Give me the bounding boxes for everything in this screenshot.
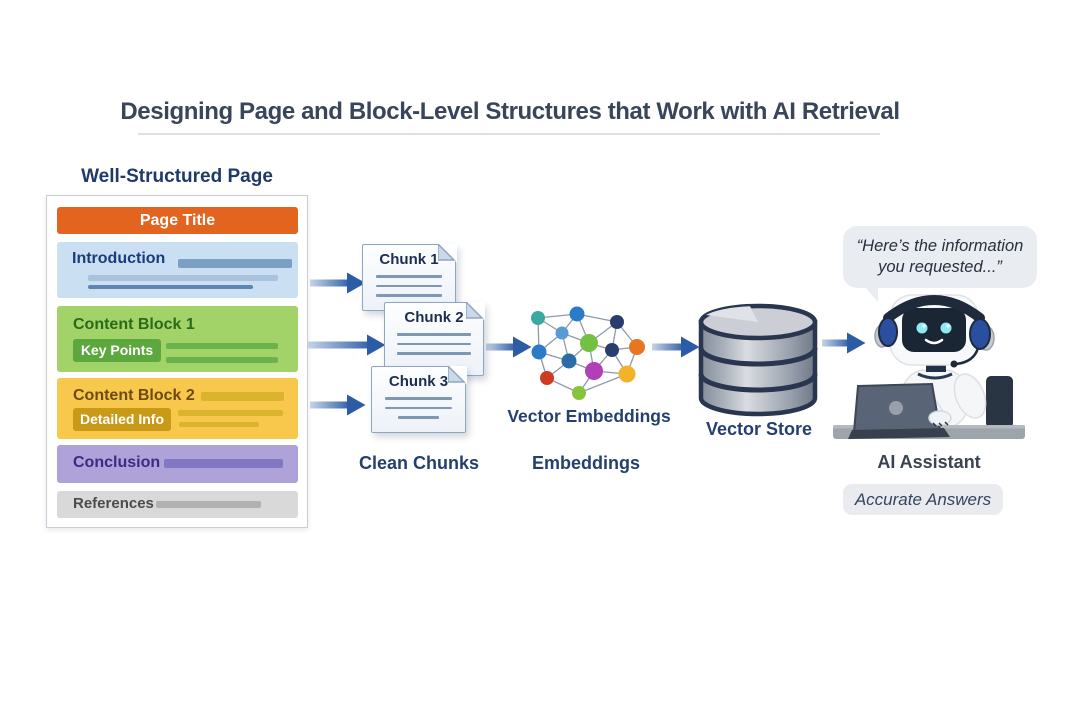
- well-structured-page-heading: Well-Structured Page: [81, 166, 273, 187]
- embeddings-caption: Embeddings: [531, 453, 641, 473]
- block-content-2: Content Block 2 Detailed Info: [57, 378, 298, 439]
- flow-arrow-icon: [308, 334, 386, 356]
- speech-line-2: you requested...”: [878, 258, 1002, 276]
- text-line-bar: [179, 422, 259, 427]
- folded-corner-icon: [465, 301, 485, 321]
- block-introduction: Introduction: [57, 242, 298, 298]
- embedding-network-icon: [531, 306, 645, 400]
- text-line-bar: [178, 410, 283, 416]
- chunk-document-icon: Chunk 1: [362, 243, 457, 311]
- well-structured-page-card: Page Title Introduction Content Block 1 …: [46, 195, 308, 528]
- flow-arrow-icon: [310, 394, 366, 416]
- references-label: References: [73, 495, 154, 512]
- block-content-1: Content Block 1 Key Points: [57, 306, 298, 372]
- ai-assistant-caption: AI Assistant: [877, 452, 981, 472]
- text-line-bar: [201, 392, 284, 401]
- diagram-title: Designing Page and Block-Level Structure…: [120, 98, 900, 125]
- laptop-base: [848, 428, 950, 439]
- folded-corner-icon: [437, 243, 457, 263]
- flow-arrow-icon: [652, 336, 700, 358]
- vector-store-caption: Vector Store: [705, 419, 813, 439]
- detailed-info-badge: Detailed Info: [73, 408, 171, 431]
- chunk-label: Chunk 2: [404, 309, 464, 326]
- robot-assistant-icon: [833, 294, 1025, 439]
- text-line: [396, 352, 472, 355]
- speech-line-1: “Here’s the information: [856, 237, 1024, 255]
- text-line: [385, 397, 452, 400]
- conclusion-label: Conclusion: [73, 454, 161, 471]
- text-line-bar: [166, 343, 278, 349]
- chunk-document-icon: Chunk 3: [371, 365, 467, 433]
- text-line-bar: [88, 275, 278, 281]
- flow-arrow-icon: [822, 332, 866, 354]
- text-line-bar: [88, 285, 253, 289]
- text-line: [396, 342, 472, 345]
- introduction-label: Introduction: [72, 250, 166, 267]
- text-line: [375, 275, 443, 278]
- chunk-label: Chunk 1: [379, 251, 439, 268]
- text-line-bar: [164, 459, 283, 468]
- flow-arrow-icon: [486, 336, 532, 358]
- chunk-label: Chunk 3: [388, 373, 449, 390]
- flow-arrow-icon: [310, 272, 366, 294]
- content-block-1-label: Content Block 1: [73, 316, 195, 333]
- folded-corner-icon: [447, 365, 467, 385]
- key-points-badge: Key Points: [73, 339, 161, 362]
- vector-embeddings-label: Vector Embeddings: [507, 406, 671, 426]
- text-line: [385, 406, 452, 409]
- vector-store-database-icon: [698, 303, 818, 417]
- text-line: [375, 284, 443, 287]
- content-block-2-label: Content Block 2: [73, 387, 195, 404]
- accurate-answers-badge: Accurate Answers: [843, 484, 1003, 515]
- chair: [986, 376, 1013, 428]
- block-conclusion: Conclusion: [57, 445, 298, 483]
- chunk-document-icon: Chunk 2: [384, 301, 485, 376]
- title-divider: [138, 133, 880, 135]
- speech-bubble: “Here’s the information you requested...…: [843, 226, 1037, 302]
- text-line-bar: [178, 259, 292, 268]
- block-references: References: [57, 491, 298, 518]
- text-line: [396, 333, 472, 336]
- text-line-bar: [156, 501, 261, 508]
- clean-chunks-caption: Clean Chunks: [358, 453, 480, 473]
- text-line: [375, 294, 443, 297]
- text-line-bar: [166, 357, 278, 363]
- block-page-title: Page Title: [57, 207, 298, 234]
- text-line: [397, 416, 440, 419]
